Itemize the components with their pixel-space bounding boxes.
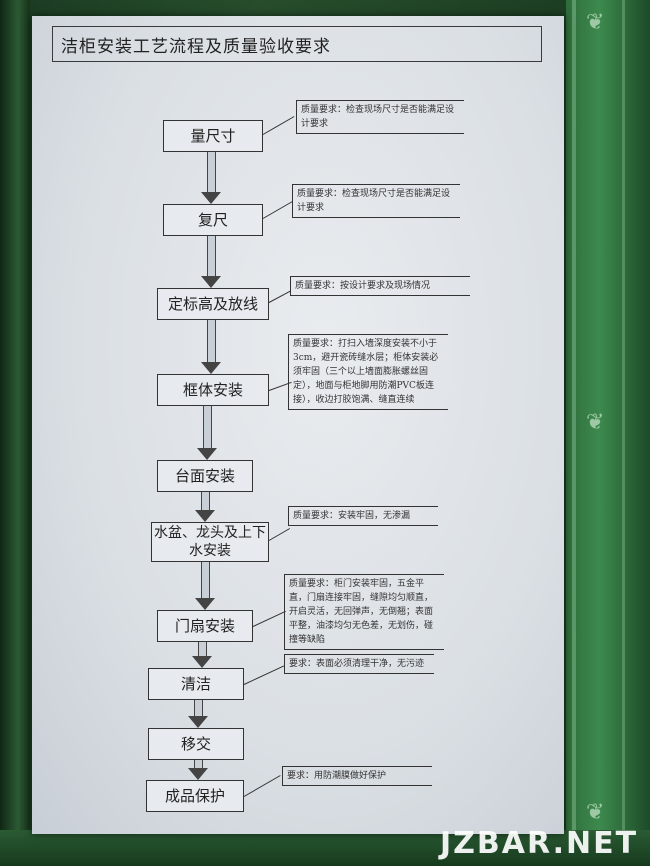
step-countertop: 台面安装	[157, 460, 253, 492]
step-door: 门扇安装	[157, 610, 253, 642]
step-measure: 量尺寸	[163, 120, 263, 152]
flow-arrow	[195, 492, 215, 522]
flow-arrow	[201, 320, 221, 374]
flow-arrow	[201, 152, 221, 204]
quality-note-clean: 要求：表面必须清理干净，无污迹	[284, 654, 434, 674]
leaf-ornament-icon: ❦	[586, 800, 605, 825]
flow-arrow	[197, 406, 217, 460]
flow-arrow	[195, 562, 215, 610]
quality-note-sink: 质量要求：安装牢固，无渗漏	[288, 506, 438, 526]
step-remeasure: 复尺	[163, 204, 263, 236]
step-cabinet: 框体安装	[157, 374, 269, 406]
flow-arrow	[188, 760, 208, 780]
step-clean: 清洁	[148, 668, 244, 700]
flow-arrow	[188, 700, 208, 728]
notice-board	[32, 16, 564, 834]
step-level: 定标高及放线	[157, 288, 269, 320]
quality-note-door: 质量要求：柜门安装牢固，五金平直，门扇连接牢固，缝隙均匀顺直，开启灵活，无回弹声…	[284, 574, 444, 650]
quality-note-remeasure: 质量要求：检查现场尺寸是否能满足设计要求	[292, 184, 460, 218]
quality-note-measure: 质量要求：检查现场尺寸是否能满足设计要求	[296, 100, 464, 134]
frame-left-edge	[0, 0, 30, 866]
leaf-ornament-icon: ❦	[586, 10, 605, 35]
frame-bottom-edge	[0, 830, 650, 866]
page-title: 洁柜安装工艺流程及质量验收要求	[52, 26, 542, 62]
quality-note-protect: 要求：用防潮膜做好保护	[282, 766, 432, 786]
flow-arrow	[192, 642, 212, 668]
quality-note-cabinet: 质量要求：打扫入墙深度安装不小于3cm，避开瓷砖缝水层；柜体安装必须牢固（三个以…	[288, 334, 448, 410]
step-sink: 水盆、龙头及上下水安装	[151, 522, 269, 562]
leaf-ornament-icon: ❦	[586, 410, 605, 435]
quality-note-level: 质量要求：按设计要求及现场情况	[290, 276, 470, 296]
step-protect: 成品保护	[146, 780, 244, 812]
step-handover: 移交	[148, 728, 244, 760]
site-watermark: JZBAR.NET	[440, 826, 639, 861]
flow-arrow	[201, 236, 221, 288]
frame-right-edge: ❦ ❦ ❦	[566, 0, 650, 866]
